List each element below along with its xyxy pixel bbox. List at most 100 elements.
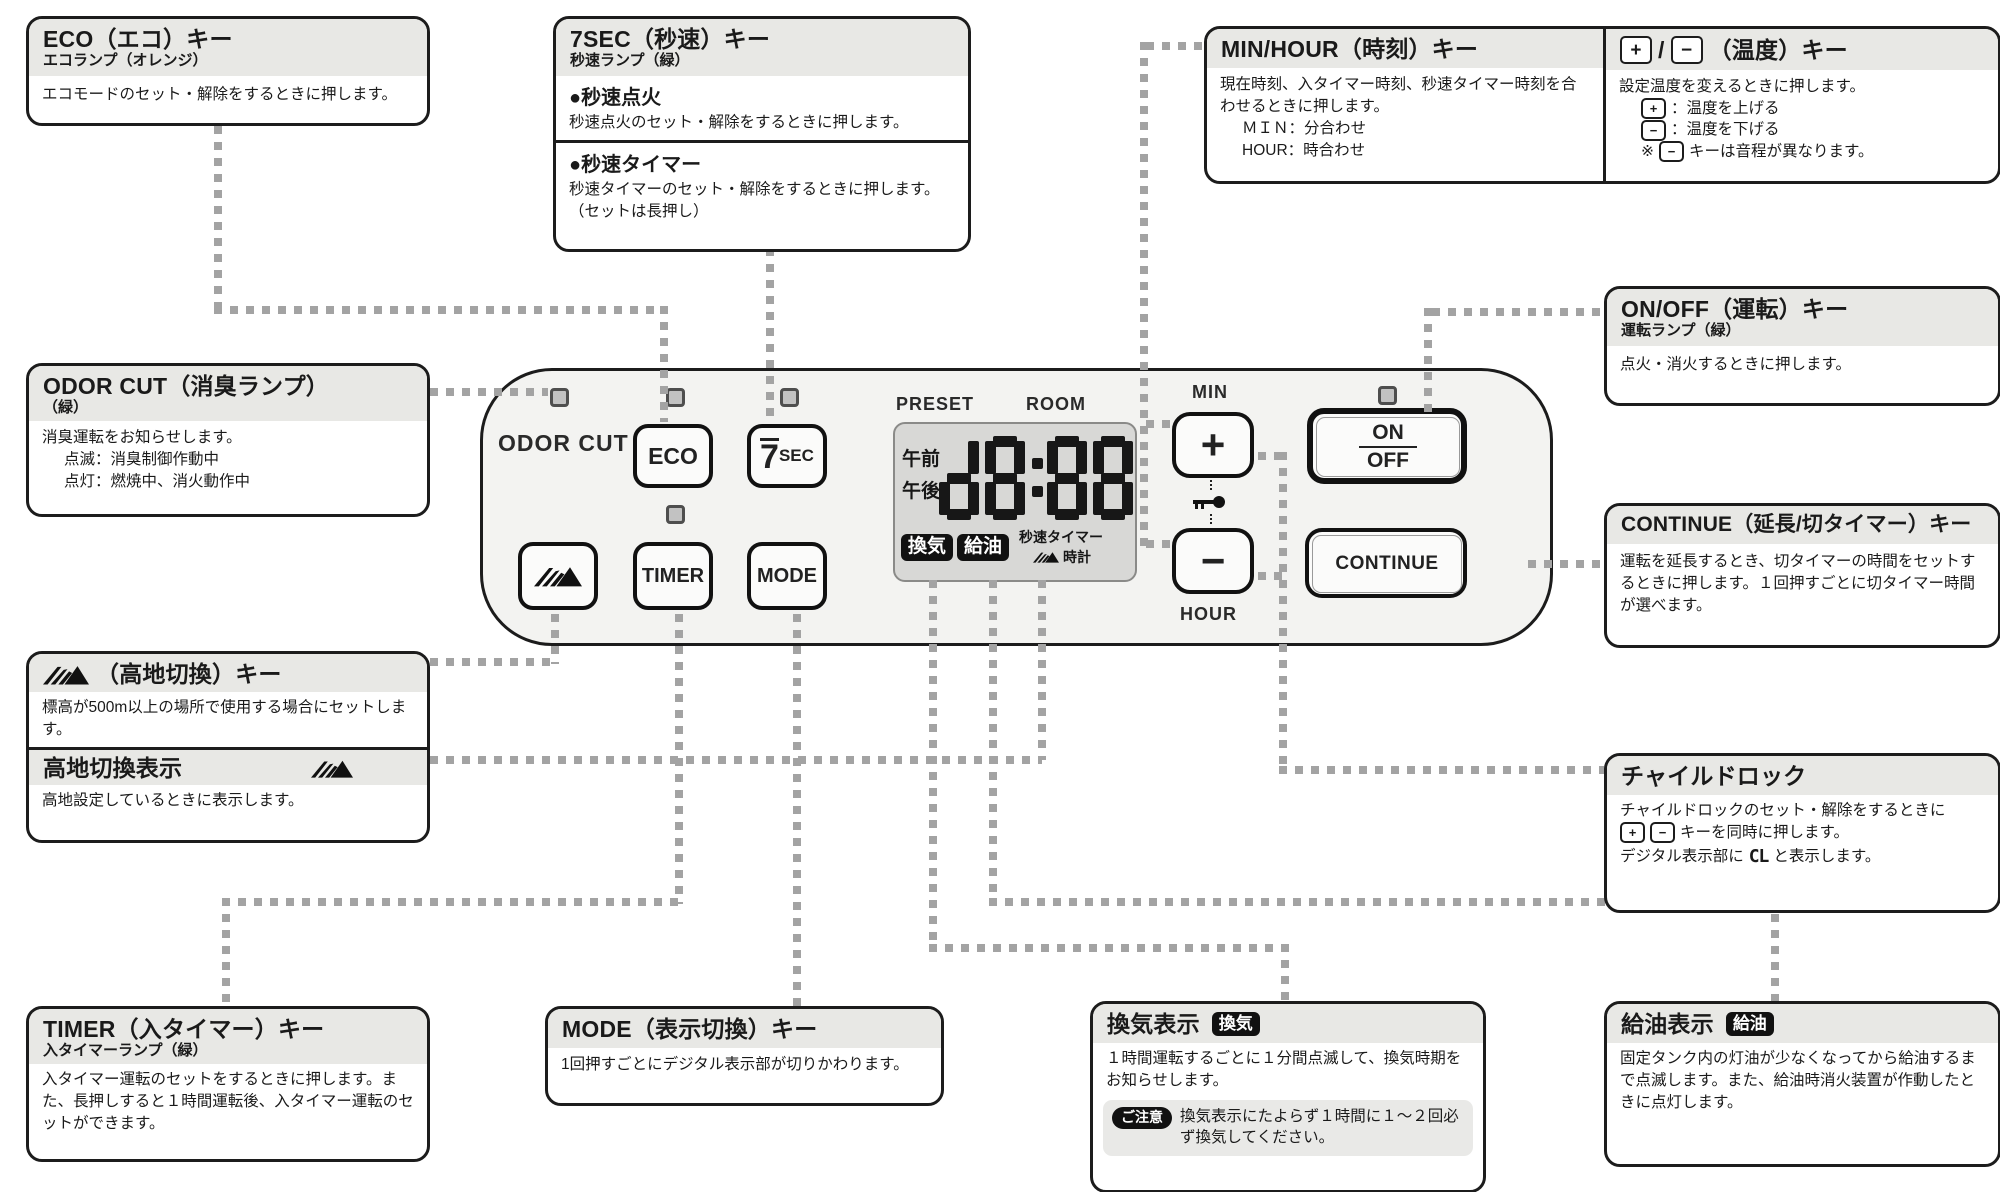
- leader-refuel: [989, 898, 1779, 906]
- timer-button[interactable]: TIMER: [633, 542, 713, 610]
- pm-label: 午後: [902, 481, 941, 502]
- leader-eco: [214, 126, 222, 314]
- callout-onoff-body: 点火・消火するときに押します。: [1620, 356, 1851, 374]
- display-mode-line1: 秒速タイマー: [1019, 529, 1103, 545]
- colon-dot-top: [1032, 458, 1043, 469]
- callout-odorcut-line1: 点滅：消臭制御作動中: [64, 450, 220, 468]
- callout-onoff: ON/OFF（運転）キー 運転ランプ（緑） 点火・消火するときに押します。: [1604, 286, 2000, 406]
- leader-vent: [929, 944, 1289, 952]
- continue-label: CONTINUE: [1335, 553, 1439, 574]
- callout-7sec-subtitle: 秒速ランプ（緑）: [570, 52, 690, 70]
- leader-onoff: [1424, 308, 1432, 420]
- preset-label: PRESET: [896, 394, 975, 414]
- highland-button[interactable]: [518, 542, 598, 610]
- callout-highland-key-body: 標高が500m以上の場所で使用する場合にセットします。: [42, 699, 407, 739]
- odor-cut-label: ODOR CUT: [498, 430, 629, 456]
- divider: [29, 746, 427, 750]
- callout-temp-note: キーは音程が異なります。: [1689, 143, 1874, 161]
- leader-minhour: [1146, 42, 1204, 50]
- callout-7sec-s2-body: 秒速タイマーのセット・解除をするときに押します。（セットは長押し）: [569, 180, 940, 220]
- on-off-button[interactable]: ON OFF: [1307, 408, 1467, 484]
- leader-onoff: [1432, 308, 1604, 316]
- leader-7sec: [766, 248, 774, 420]
- leader-minhour: [1146, 540, 1172, 548]
- mountain-icon: [534, 567, 582, 587]
- vent-badge-icon: 換気: [1211, 1012, 1260, 1037]
- key-dotted-bottom: [1210, 514, 1214, 524]
- callout-temp-note-mark: ※: [1641, 143, 1654, 161]
- display-digit-4: [1093, 436, 1133, 520]
- callout-temp-title: （温度）キー: [1708, 36, 1848, 63]
- sevensec-button-sec: SEC: [778, 446, 814, 465]
- callout-temp-body: 設定温度を変えるときに押します。: [1619, 78, 1865, 95]
- mode-button[interactable]: MODE: [747, 542, 827, 610]
- eco-lamp: [666, 388, 685, 407]
- callout-eco-subtitle: エコランプ（オレンジ）: [43, 52, 208, 70]
- leader-mode: [793, 614, 801, 1006]
- operation-lamp: [1378, 386, 1397, 405]
- room-label: ROOM: [1026, 394, 1086, 414]
- temp-down-button[interactable]: −: [1172, 528, 1254, 594]
- callout-childlock-body1: チャイルドロックのセット・解除をするときに: [1620, 802, 1946, 820]
- timer-lamp: [666, 505, 685, 524]
- callout-refuel: 給油表示 給油 固定タンク内の灯油が少なくなってから給油するまで点滅します。また…: [1604, 1001, 2000, 1167]
- callout-continue-title: CONTINUE（延長/切タイマー）キー: [1621, 513, 1972, 536]
- leader-continue: [1528, 560, 1604, 568]
- odor-cut-lamp: [550, 388, 569, 407]
- callout-refuel-title: 給油表示: [1621, 1011, 1714, 1037]
- callout-7sec-s2-title: ●秒速タイマー: [569, 153, 702, 176]
- minus-keycap-icon: −: [1641, 119, 1666, 141]
- leader-odorcut: [430, 388, 548, 396]
- caution-pill: ご注意: [1112, 1106, 1172, 1129]
- leader-minhour: [1140, 42, 1148, 548]
- plus-keycap-icon: +: [1641, 98, 1666, 120]
- callout-vent-title: 換気表示: [1107, 1011, 1200, 1037]
- leader-childlock: [1279, 452, 1287, 772]
- leader-highland-key: [430, 658, 556, 666]
- display-digit-3: [1047, 436, 1087, 520]
- callout-highland-disp-body: 高地設定しているときに表示します。: [42, 792, 304, 810]
- colon-dot-bottom: [1032, 486, 1043, 497]
- minus-keycap-icon: −: [1670, 36, 1703, 64]
- callout-eco-body: エコモードのセット・解除をするときに押します。: [42, 86, 397, 104]
- callout-7sec-s1-body: 秒速点火のセット・解除をするときに押します。: [569, 114, 909, 132]
- leader-refuel: [1771, 898, 1779, 1002]
- leader-plusminus: [1258, 572, 1284, 580]
- display-mode-line2: 時計: [1063, 549, 1091, 565]
- leader-refuel: [989, 580, 997, 904]
- callout-highland: （高地切換）キー 標高が500m以上の場所で使用する場合にセットします。 高地切…: [26, 651, 430, 843]
- callout-refuel-body: 固定タンク内の灯油が少なくなってから給油するまで点滅します。また、給油時消火装置…: [1620, 1050, 1976, 1111]
- callout-highland-key-title: （高地切換）キー: [96, 661, 282, 687]
- leader-timer: [222, 898, 680, 906]
- leader-vent: [1281, 944, 1289, 1002]
- display-digit-1: [939, 436, 979, 520]
- plus-keycap-icon: +: [1620, 36, 1652, 64]
- callout-7sec: 7SEC（秒速）キー 秒速ランプ（緑） ●秒速点火 秒速点火のセット・解除をする…: [553, 16, 971, 252]
- callout-onoff-title: ON/OFF（運転）キー: [1621, 296, 1849, 322]
- mountain-icon: [311, 760, 353, 778]
- sevensec-button-7: 7: [760, 438, 779, 477]
- callout-onoff-subtitle: 運転ランプ（緑）: [1621, 322, 1741, 340]
- callout-timer-title: TIMER（入タイマー）キー: [43, 1016, 325, 1042]
- leader-plusminus: [1258, 452, 1284, 460]
- temp-up-button[interactable]: +: [1172, 412, 1254, 478]
- leader-eco: [660, 306, 668, 422]
- callout-eco-title: ECO（エコ）キー: [43, 26, 233, 52]
- callout-temp-slash: /: [1658, 36, 1665, 63]
- callout-minhour-line2: HOUR：時合わせ: [1242, 141, 1366, 159]
- off-label: OFF: [1367, 449, 1409, 472]
- on-label: ON: [1372, 421, 1404, 444]
- am-label: 午前: [902, 449, 941, 470]
- callout-minhour-body: 現在時刻、入タイマー時刻、秒速タイマー時刻を合わせるときに押します。: [1220, 76, 1577, 116]
- callout-minhour-title: MIN/HOUR（時刻）キー: [1221, 36, 1479, 62]
- divider: [556, 139, 968, 143]
- leader-minhour: [1146, 420, 1172, 428]
- callout-odorcut-title: ODOR CUT（消臭ランプ）: [43, 373, 329, 399]
- eco-button[interactable]: ECO: [633, 424, 713, 488]
- callout-vent: 換気表示 換気 １時間運転するごとに１分間点滅して、換気時期をお知らせします。 …: [1090, 1001, 1486, 1192]
- callout-continue-body: 運転を延長するとき、切タイマーの時間をセットするときに押します。１回押すごとに切…: [1620, 553, 1976, 614]
- continue-button[interactable]: CONTINUE: [1305, 528, 1467, 598]
- minus-keycap-icon: −: [1659, 141, 1684, 163]
- callout-odorcut-body: 消臭運転をお知らせします。: [42, 429, 242, 447]
